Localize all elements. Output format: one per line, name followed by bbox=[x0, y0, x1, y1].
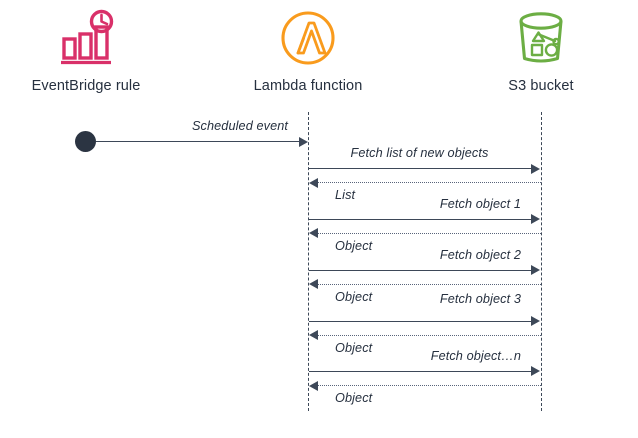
message-response-label-4: Object bbox=[335, 340, 373, 355]
message-response-arrow-4 bbox=[318, 334, 541, 336]
message-response-label-5: Object bbox=[335, 391, 373, 405]
participant-lambda-function: Lambda function bbox=[228, 8, 388, 94]
message-request-arrow-head-1 bbox=[531, 163, 540, 174]
participant-eventbridge-rule: EventBridge rule bbox=[6, 8, 166, 94]
participant-label-eventbridge: EventBridge rule bbox=[31, 78, 141, 94]
message-response-arrow-3 bbox=[318, 283, 541, 285]
message-request-label-5: Fetch object…n bbox=[430, 349, 521, 363]
trigger-arrow-head bbox=[299, 136, 308, 147]
trigger-arrow-line bbox=[96, 141, 300, 142]
s3-bucket-icon bbox=[511, 8, 571, 68]
message-response-label-3: Object bbox=[335, 289, 373, 304]
message-response-arrow-head-4 bbox=[309, 330, 318, 340]
lambda-function-icon bbox=[278, 8, 338, 68]
message-request-label-4: Fetch object 3 bbox=[439, 292, 521, 306]
message-request-label-3: Fetch object 2 bbox=[439, 248, 521, 262]
message-request-label-2: Fetch object 1 bbox=[439, 197, 521, 211]
eventbridge-rule-icon bbox=[56, 8, 116, 68]
lifeline-lambda bbox=[308, 112, 309, 411]
message-request-arrow-3 bbox=[309, 269, 532, 271]
message-request-arrow-head-4 bbox=[531, 316, 540, 326]
message-response-arrow-head-3 bbox=[309, 279, 318, 289]
message-response-arrow-head-1 bbox=[309, 177, 318, 188]
message-response-arrow-1 bbox=[318, 182, 541, 183]
message-response-arrow-head-2 bbox=[309, 228, 318, 238]
start-node bbox=[75, 131, 96, 152]
message-response-label-1: List bbox=[335, 188, 356, 202]
message-request-arrow-head-5 bbox=[531, 366, 540, 376]
message-request-arrow-4 bbox=[309, 320, 532, 322]
message-request-arrow-1 bbox=[309, 168, 532, 169]
message-response-arrow-2 bbox=[318, 232, 541, 234]
message-request-label-1: Fetch list of new objects bbox=[350, 146, 489, 160]
message-request-arrow-2 bbox=[309, 218, 532, 220]
participant-label-lambda: Lambda function bbox=[253, 78, 363, 94]
participant-label-s3: S3 bucket bbox=[508, 78, 574, 94]
message-request-arrow-head-2 bbox=[531, 214, 540, 224]
message-label-scheduled-event: Scheduled event bbox=[191, 119, 289, 133]
message-request-arrow-head-3 bbox=[531, 265, 540, 275]
lifeline-s3 bbox=[541, 112, 542, 411]
message-response-arrow-head-5 bbox=[309, 380, 318, 391]
message-response-arrow-5 bbox=[318, 385, 541, 386]
participant-s3-bucket: S3 bucket bbox=[461, 8, 621, 94]
message-request-arrow-5 bbox=[309, 370, 532, 372]
message-response-label-2: Object bbox=[335, 238, 373, 253]
